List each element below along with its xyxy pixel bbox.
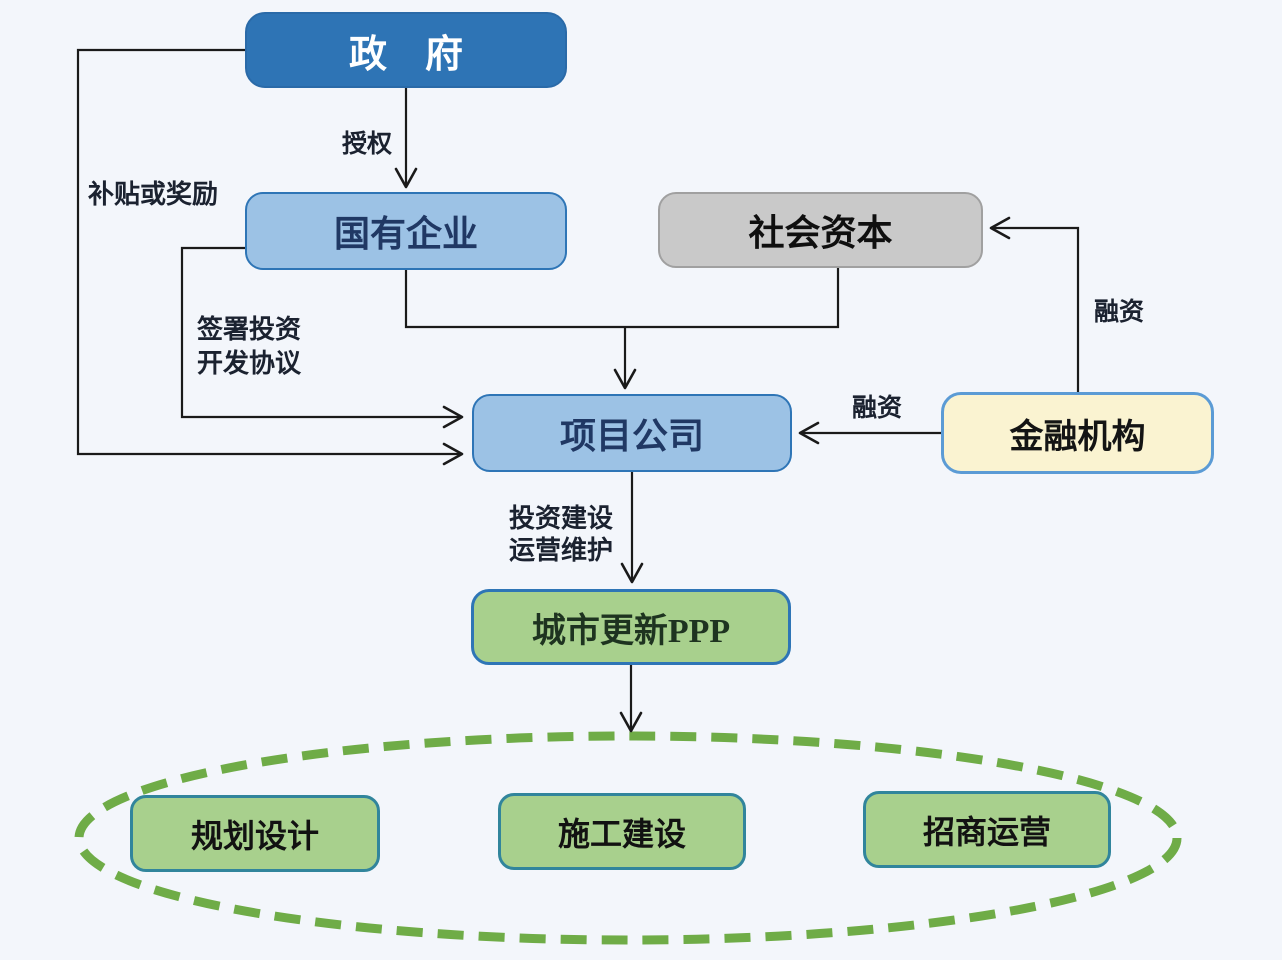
- node-urban-renewal-ppp: 城市更新PPP: [471, 589, 791, 665]
- edge-label-financing-to-social-capital: 融资: [1094, 298, 1145, 326]
- node-investment-operation: 招商运营: [863, 791, 1111, 868]
- node-state-owned-enterprise: 国有企业: [245, 192, 567, 270]
- edge-financial-social-capital: [989, 216, 1080, 392]
- edge-label-financing-to-project-company: 融资: [852, 394, 903, 422]
- node-project-company: 项目公司: [472, 394, 792, 472]
- scope-ellipse: [74, 731, 1182, 945]
- node-financial-institution: 金融机构: [941, 392, 1214, 474]
- edge-label-invest-build-line2: 运营维护: [509, 535, 614, 565]
- edge-label-sign-agreement-line1: 签署投资: [197, 314, 302, 344]
- node-social-capital: 社会资本: [658, 192, 983, 268]
- edge-soe-social-capital-merge: [404, 268, 840, 329]
- edge-label-sign-agreement-line2: 开发协议: [197, 348, 302, 378]
- node-government: 政 府: [245, 12, 567, 88]
- edge-label-invest-build-line1: 投资建设: [509, 503, 614, 533]
- edge-label-subsidy-or-reward: 补贴或奖励: [88, 179, 219, 209]
- edge-soe-project-company-agreement: [180, 246, 464, 429]
- edge-government-project-company: [76, 48, 464, 466]
- edge-label-invest-build-operate: 投资建设 运营维护: [509, 502, 613, 566]
- node-planning-design: 规划设计: [130, 795, 380, 872]
- edge-label-sign-investment-agreement: 签署投资 开发协议: [197, 312, 301, 380]
- edge-label-authorize: 授权: [342, 130, 393, 158]
- node-construction: 施工建设: [498, 793, 746, 870]
